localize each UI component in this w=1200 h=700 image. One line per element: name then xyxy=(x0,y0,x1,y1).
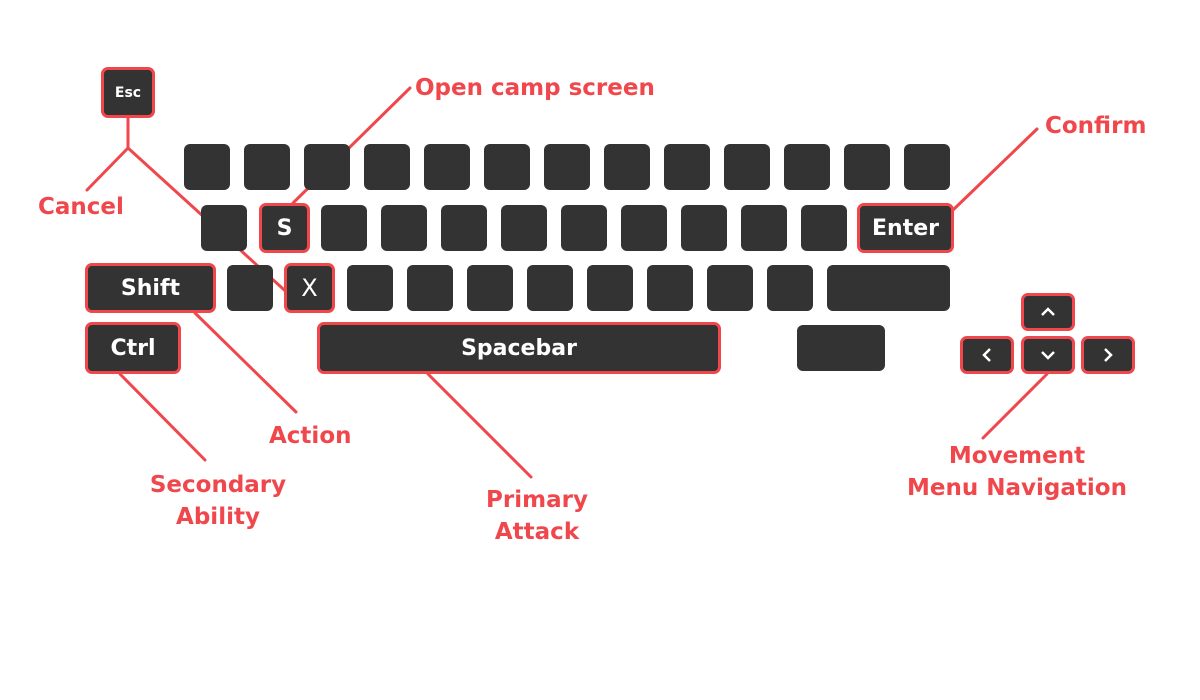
s-key-label: S xyxy=(276,215,293,241)
key-row1-1[interactable] xyxy=(184,144,230,190)
enter-key[interactable]: Enter xyxy=(857,203,954,253)
key-row3-11[interactable] xyxy=(767,265,813,311)
movement-line-2: Menu Navigation xyxy=(907,475,1127,501)
arrow-down-key[interactable] xyxy=(1021,336,1075,374)
primary-callout-line xyxy=(426,372,533,479)
enter-key-label: Enter xyxy=(872,215,939,241)
movement-label: Movement Menu Navigation xyxy=(892,440,1142,504)
arrow-down-icon xyxy=(1041,351,1055,360)
key-row3-6[interactable] xyxy=(467,265,513,311)
arrow-left-icon xyxy=(982,348,991,362)
key-row2-1[interactable] xyxy=(201,205,247,251)
arrow-left-key[interactable] xyxy=(960,336,1014,374)
key-row2-8[interactable] xyxy=(621,205,667,251)
movement-line-1: Movement xyxy=(948,443,1086,469)
key-row3-7[interactable] xyxy=(527,265,573,311)
key-row2-11[interactable] xyxy=(801,205,847,251)
x-key[interactable]: X xyxy=(284,263,335,313)
key-row1-7[interactable] xyxy=(544,144,590,190)
movement-callout-line xyxy=(981,372,1049,440)
cancel-text: Cancel xyxy=(38,194,124,220)
key-row1-4[interactable] xyxy=(364,144,410,190)
key-row3-2[interactable] xyxy=(227,265,273,311)
key-row1-10[interactable] xyxy=(724,144,770,190)
primary-attack-label: Primary Attack xyxy=(437,484,637,548)
confirm-callout-line xyxy=(951,127,1039,212)
key-row1-9[interactable] xyxy=(664,144,710,190)
ctrl-key-label: Ctrl xyxy=(110,335,156,361)
secondary-line-2: Ability xyxy=(176,504,260,530)
shift-key[interactable]: Shift xyxy=(85,263,216,313)
key-row1-2[interactable] xyxy=(244,144,290,190)
confirm-text: Confirm xyxy=(1045,113,1147,139)
key-row2-4[interactable] xyxy=(381,205,427,251)
confirm-label: Confirm xyxy=(1045,110,1146,142)
arrow-up-icon xyxy=(1041,307,1055,316)
esc-key[interactable]: Esc xyxy=(101,67,155,118)
esc-key-label: Esc xyxy=(114,84,142,101)
secondary-ability-label: Secondary Ability xyxy=(118,469,318,533)
arrow-up-key[interactable] xyxy=(1021,293,1075,331)
action-label: Action xyxy=(269,420,352,452)
key-row3-5[interactable] xyxy=(407,265,453,311)
secondary-callout-line xyxy=(118,372,207,462)
primary-line-1: Primary xyxy=(486,487,588,513)
secondary-line-1: Secondary xyxy=(149,472,287,498)
shift-key-label: Shift xyxy=(120,275,181,301)
open-camp-text: Open camp screen xyxy=(415,75,655,101)
key-row2-3[interactable] xyxy=(321,205,367,251)
key-row3-wide[interactable] xyxy=(827,265,950,311)
key-row1-13[interactable] xyxy=(904,144,950,190)
key-row3-8[interactable] xyxy=(587,265,633,311)
cancel-callout-line xyxy=(85,146,130,192)
s-key[interactable]: S xyxy=(259,203,310,253)
arrow-right-icon xyxy=(1104,348,1113,362)
key-row2-9[interactable] xyxy=(681,205,727,251)
key-row2-7[interactable] xyxy=(561,205,607,251)
key-row1-3[interactable] xyxy=(304,144,350,190)
key-row4-right[interactable] xyxy=(797,325,885,371)
key-row2-10[interactable] xyxy=(741,205,787,251)
open-camp-label: Open camp screen xyxy=(415,72,655,104)
cancel-label: Cancel xyxy=(38,191,124,223)
key-row3-10[interactable] xyxy=(707,265,753,311)
ctrl-key[interactable]: Ctrl xyxy=(85,322,181,374)
key-row2-5[interactable] xyxy=(441,205,487,251)
x-key-label: X xyxy=(301,274,318,302)
key-row1-8[interactable] xyxy=(604,144,650,190)
key-row1-6[interactable] xyxy=(484,144,530,190)
spacebar-key-label: Spacebar xyxy=(461,335,577,361)
key-row1-5[interactable] xyxy=(424,144,470,190)
primary-line-2: Attack xyxy=(494,519,580,545)
arrow-right-key[interactable] xyxy=(1081,336,1135,374)
action-callout-line xyxy=(193,311,298,414)
key-row2-6[interactable] xyxy=(501,205,547,251)
key-row3-9[interactable] xyxy=(647,265,693,311)
key-row3-4[interactable] xyxy=(347,265,393,311)
key-row1-12[interactable] xyxy=(844,144,890,190)
action-text: Action xyxy=(269,423,352,449)
spacebar-key[interactable]: Spacebar xyxy=(317,322,721,374)
key-row1-11[interactable] xyxy=(784,144,830,190)
